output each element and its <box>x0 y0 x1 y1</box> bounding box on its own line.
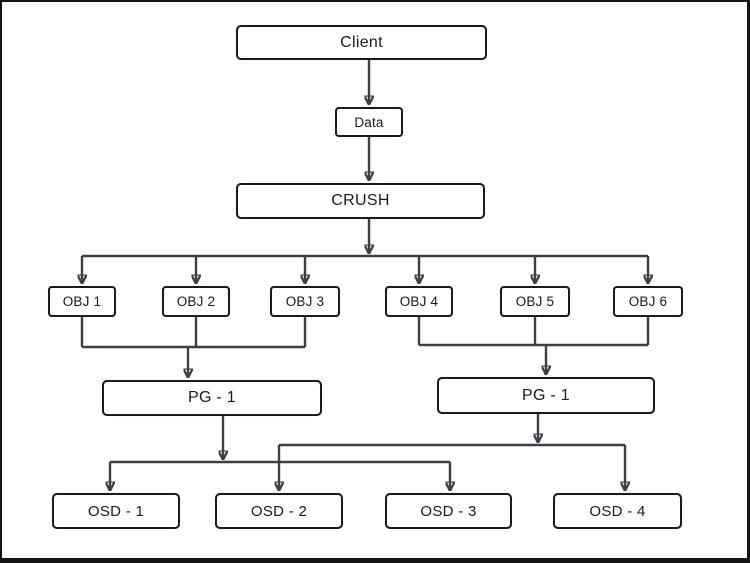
node-obj-3-label: OBJ 3 <box>285 294 325 309</box>
node-obj-6: OBJ 6 <box>613 286 683 317</box>
group2-merge-lines <box>417 317 650 347</box>
node-data: Data <box>335 107 403 137</box>
node-obj-5-label: OBJ 5 <box>515 294 555 309</box>
node-obj-1-label: OBJ 1 <box>62 294 102 309</box>
node-obj-4-label: OBJ 4 <box>399 294 439 309</box>
node-obj-6-label: OBJ 6 <box>628 294 668 309</box>
node-osd-4-label: OSD - 4 <box>589 502 646 520</box>
node-pg-right: PG - 1 <box>437 377 655 414</box>
node-obj-1: OBJ 1 <box>48 286 116 317</box>
node-client-label: Client <box>340 33 383 51</box>
node-osd-2: OSD - 2 <box>215 493 343 529</box>
node-osd-3-label: OSD - 3 <box>420 502 477 520</box>
node-pg-left: PG - 1 <box>102 380 322 416</box>
node-obj-2: OBJ 2 <box>162 286 230 317</box>
node-pg-left-label: PG - 1 <box>187 389 237 406</box>
node-client: Client <box>236 25 487 60</box>
node-osd-2-label: OSD - 2 <box>250 502 308 520</box>
node-obj-3: OBJ 3 <box>270 286 340 317</box>
node-osd-1: OSD - 1 <box>52 493 180 529</box>
node-crush-label: CRUSH <box>331 192 390 209</box>
node-osd-4: OSD - 4 <box>553 493 682 529</box>
node-osd-1-label: OSD - 1 <box>87 502 145 520</box>
node-crush: CRUSH <box>236 183 485 219</box>
node-obj-5: OBJ 5 <box>500 286 570 317</box>
node-obj-4: OBJ 4 <box>385 286 453 317</box>
node-pg-right-label: PG - 1 <box>521 386 571 404</box>
node-obj-2-label: OBJ 2 <box>176 294 216 309</box>
group1-merge-lines <box>80 317 307 349</box>
node-data-label: Data <box>354 114 384 130</box>
node-osd-3: OSD - 3 <box>385 493 512 529</box>
